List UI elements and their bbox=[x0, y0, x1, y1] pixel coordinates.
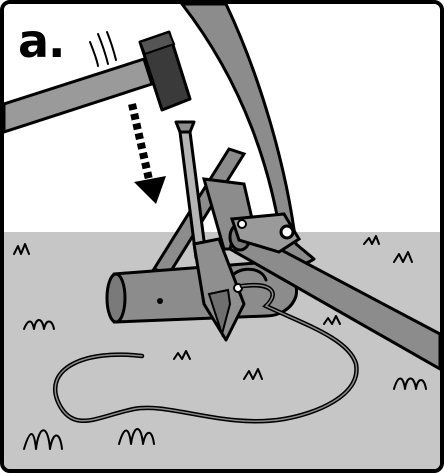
tube-end bbox=[107, 274, 125, 322]
bolt bbox=[281, 226, 293, 238]
instruction-illustration bbox=[4, 4, 440, 469]
panel-label: a. bbox=[18, 18, 65, 64]
bolt bbox=[238, 220, 246, 228]
tube-hole bbox=[157, 298, 163, 304]
